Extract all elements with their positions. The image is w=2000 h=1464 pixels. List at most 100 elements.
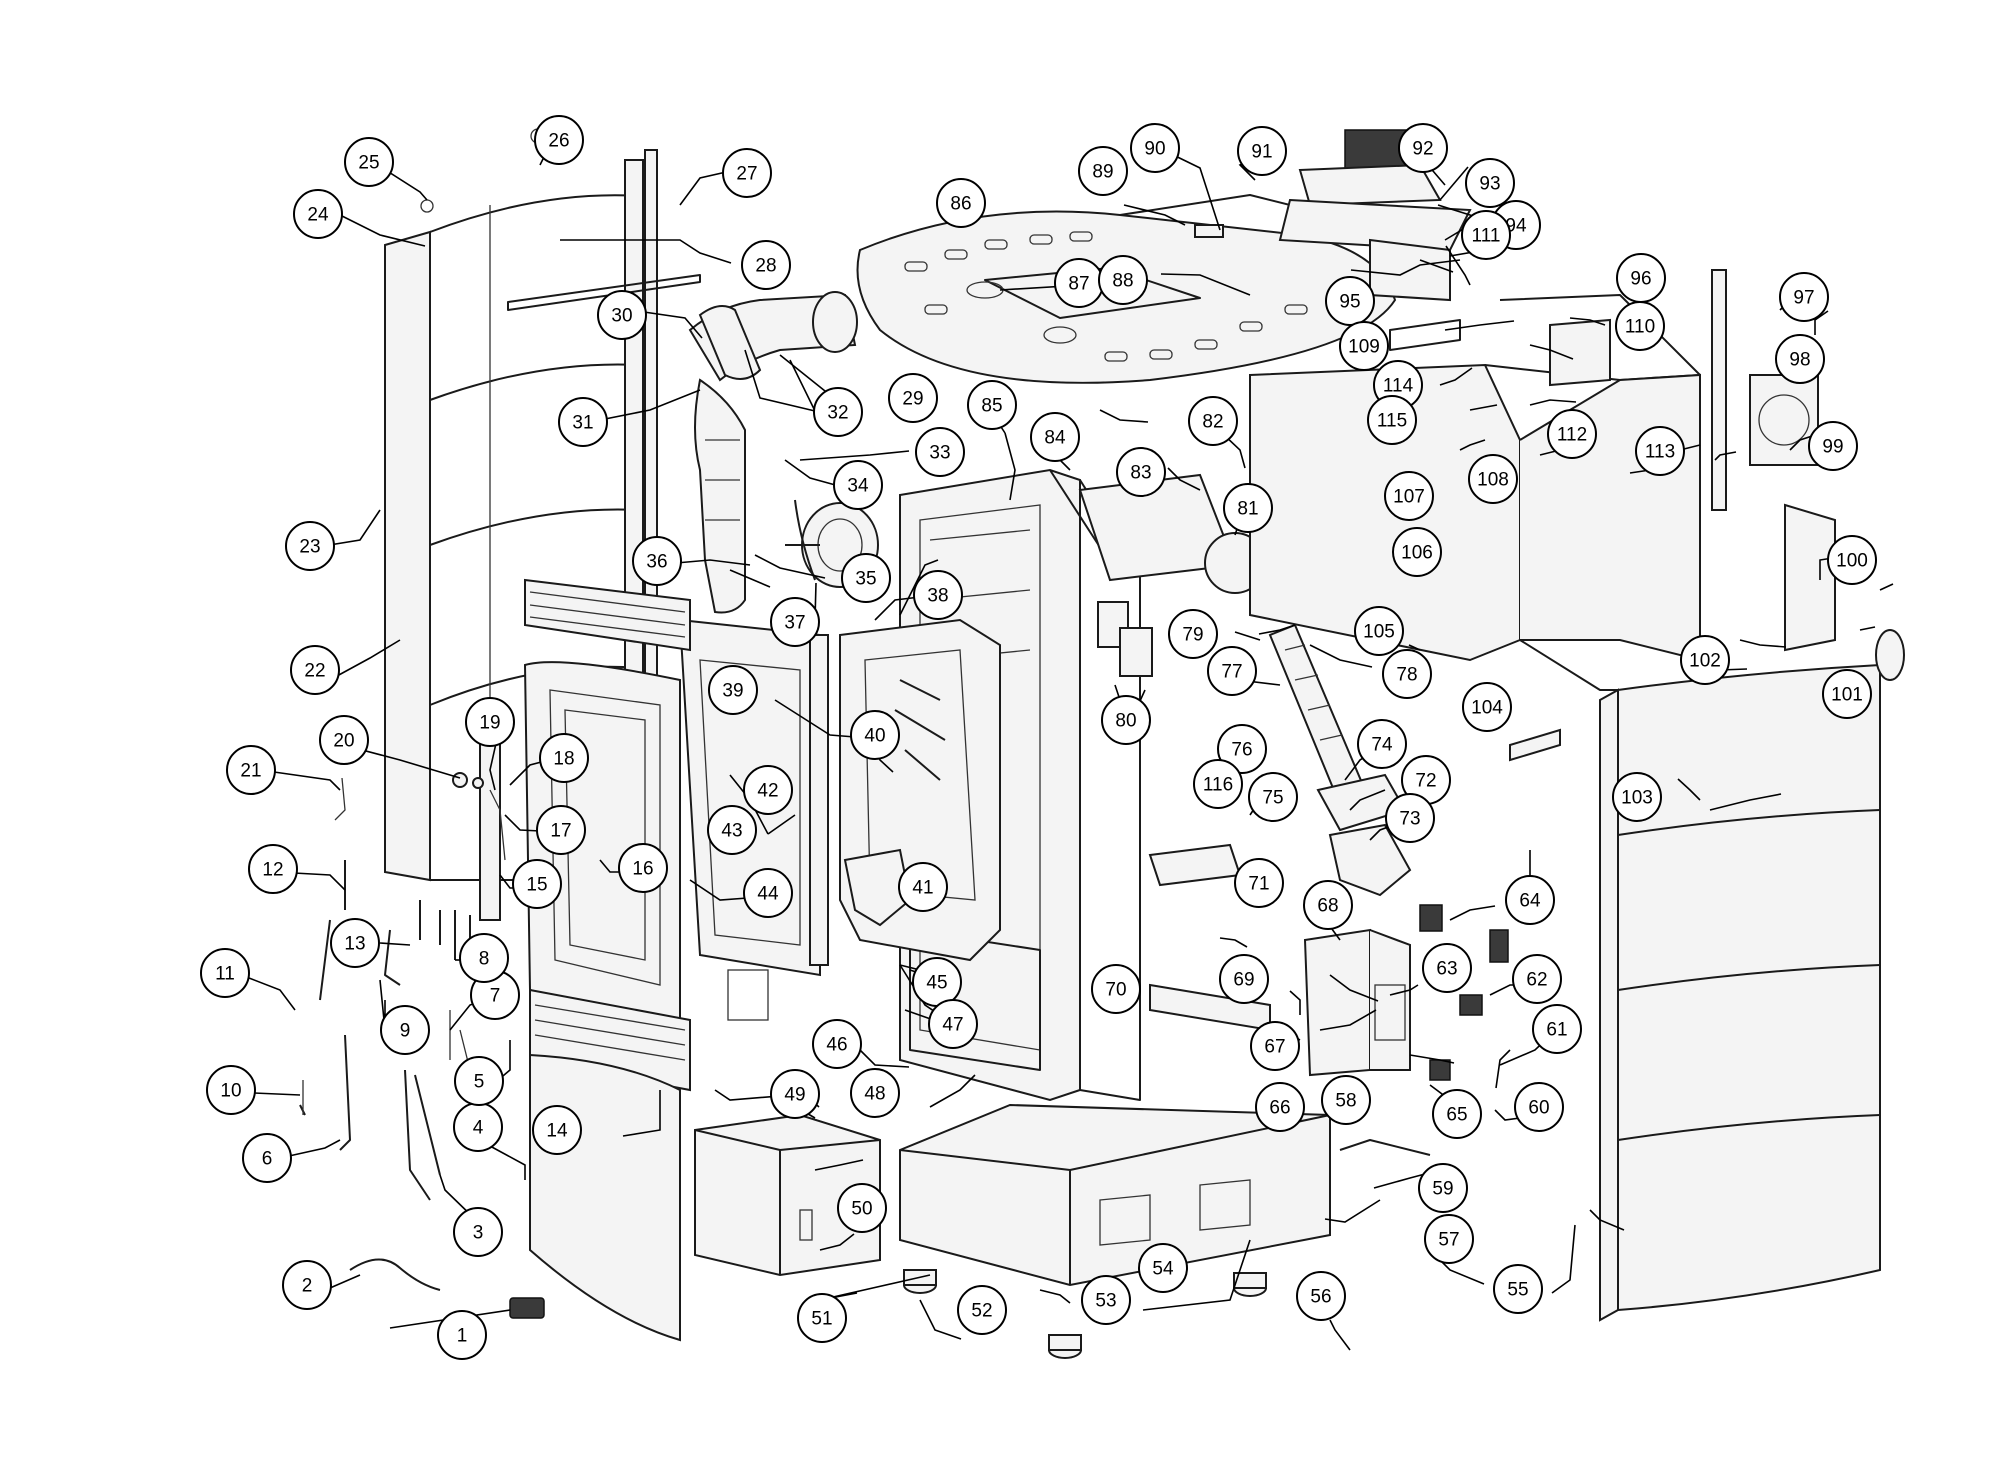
callout-circle [459, 933, 509, 983]
callout-67: 67 [1250, 1021, 1300, 1071]
callout-65: 65 [1432, 1089, 1482, 1139]
callout-36: 36 [632, 536, 682, 586]
callout-107: 107 [1384, 471, 1434, 521]
callout-number: 53 [1095, 1291, 1116, 1312]
callout-112: 112 [1547, 409, 1597, 459]
callout-number: 39 [722, 681, 743, 702]
hopper-lid-parts [1194, 129, 1472, 302]
right-side-panel [1509, 629, 1905, 1322]
callout-90: 90 [1130, 123, 1180, 173]
callout-circle [1234, 858, 1284, 908]
callout-circle [1237, 126, 1287, 176]
callout-number: 15 [526, 875, 547, 896]
auger-and-motor [1078, 473, 1412, 897]
callout-circle [898, 862, 948, 912]
callout-54: 54 [1138, 1243, 1188, 1293]
callout-number: 35 [855, 569, 876, 590]
callout-number: 13 [344, 934, 365, 955]
callout-number: 84 [1044, 428, 1066, 449]
callout-29: 29 [888, 373, 938, 423]
callout-95: 95 [1325, 276, 1375, 326]
callout-number: 20 [333, 731, 354, 752]
callout-circle [741, 240, 791, 290]
callout-circle [285, 521, 335, 571]
callout-number: 62 [1526, 970, 1547, 991]
callout-8: 8 [459, 933, 509, 983]
callout-circle [1422, 943, 1472, 993]
callout-number: 22 [304, 661, 325, 682]
callout-circle [1339, 321, 1389, 371]
callout-circle [1382, 649, 1432, 699]
callout-10: 10 [206, 1065, 256, 1115]
callout-93: 93 [1465, 158, 1515, 208]
callout-circle [1367, 395, 1417, 445]
callout-circle [743, 765, 793, 815]
callout-number: 32 [827, 403, 848, 424]
callout-circle [1303, 880, 1353, 930]
callout-number: 1 [457, 1326, 468, 1347]
callout-115: 115 [1367, 395, 1417, 445]
callout-number: 55 [1507, 1280, 1528, 1301]
callout-number: 115 [1377, 411, 1407, 432]
callout-77: 77 [1207, 646, 1257, 696]
callout-number: 82 [1202, 412, 1223, 433]
callout-circle [928, 999, 978, 1049]
callout-number: 81 [1237, 499, 1258, 520]
callout-number: 79 [1182, 625, 1203, 646]
callout-circle [558, 397, 608, 447]
callout-circle [1130, 123, 1180, 173]
callout-26: 26 [534, 115, 584, 165]
callout-55: 55 [1493, 1264, 1543, 1314]
callout-circle [1384, 471, 1434, 521]
callout-42: 42 [743, 765, 793, 815]
callout-number: 17 [550, 821, 571, 842]
callout-6: 6 [242, 1133, 292, 1183]
callout-number: 56 [1310, 1287, 1331, 1308]
callout-number: 70 [1105, 980, 1126, 1001]
callout-100: 100 [1827, 535, 1877, 585]
callout-circle [967, 380, 1017, 430]
callout-number: 26 [548, 131, 569, 152]
callout-49: 49 [770, 1069, 820, 1119]
callout-number: 104 [1471, 698, 1503, 719]
callout-number: 112 [1557, 425, 1587, 446]
callout-number: 114 [1383, 376, 1414, 397]
callout-number: 12 [262, 860, 283, 881]
callout-number: 77 [1221, 662, 1242, 683]
callout-number: 78 [1396, 665, 1417, 686]
callout-39: 39 [708, 665, 758, 715]
callout-number: 10 [220, 1081, 241, 1102]
callout-circle [841, 553, 891, 603]
callout-circle [344, 137, 394, 187]
exhaust-assembly [688, 291, 858, 614]
callout-number: 103 [1621, 788, 1653, 809]
callout-37: 37 [770, 597, 820, 647]
callout-circle [200, 948, 250, 998]
callout-number: 93 [1479, 174, 1500, 195]
callout-1: 1 [437, 1310, 487, 1360]
callout-circle [1775, 334, 1825, 384]
callout-number: 89 [1092, 162, 1113, 183]
callout-number: 85 [981, 396, 1002, 417]
callout-72: 72 [1401, 755, 1451, 805]
callout-91: 91 [1237, 126, 1287, 176]
callout-number: 105 [1363, 622, 1395, 643]
callout-circle [1223, 483, 1273, 533]
callout-25: 25 [344, 137, 394, 187]
callout-number: 96 [1630, 269, 1651, 290]
callout-circle [1465, 158, 1515, 208]
callout-circle [1250, 1021, 1300, 1071]
callout-number: 116 [1203, 775, 1233, 796]
callout-number: 49 [784, 1085, 805, 1106]
callout-circle [248, 844, 298, 894]
callout-circle [319, 715, 369, 765]
callout-number: 94 [1505, 216, 1527, 237]
callout-circle [1219, 954, 1269, 1004]
callout-99: 99 [1808, 421, 1858, 471]
callout-circle [913, 570, 963, 620]
callout-14: 14 [532, 1105, 582, 1155]
callout-circle [1325, 276, 1375, 326]
callout-circle [1398, 123, 1448, 173]
callout-number: 58 [1335, 1091, 1356, 1112]
